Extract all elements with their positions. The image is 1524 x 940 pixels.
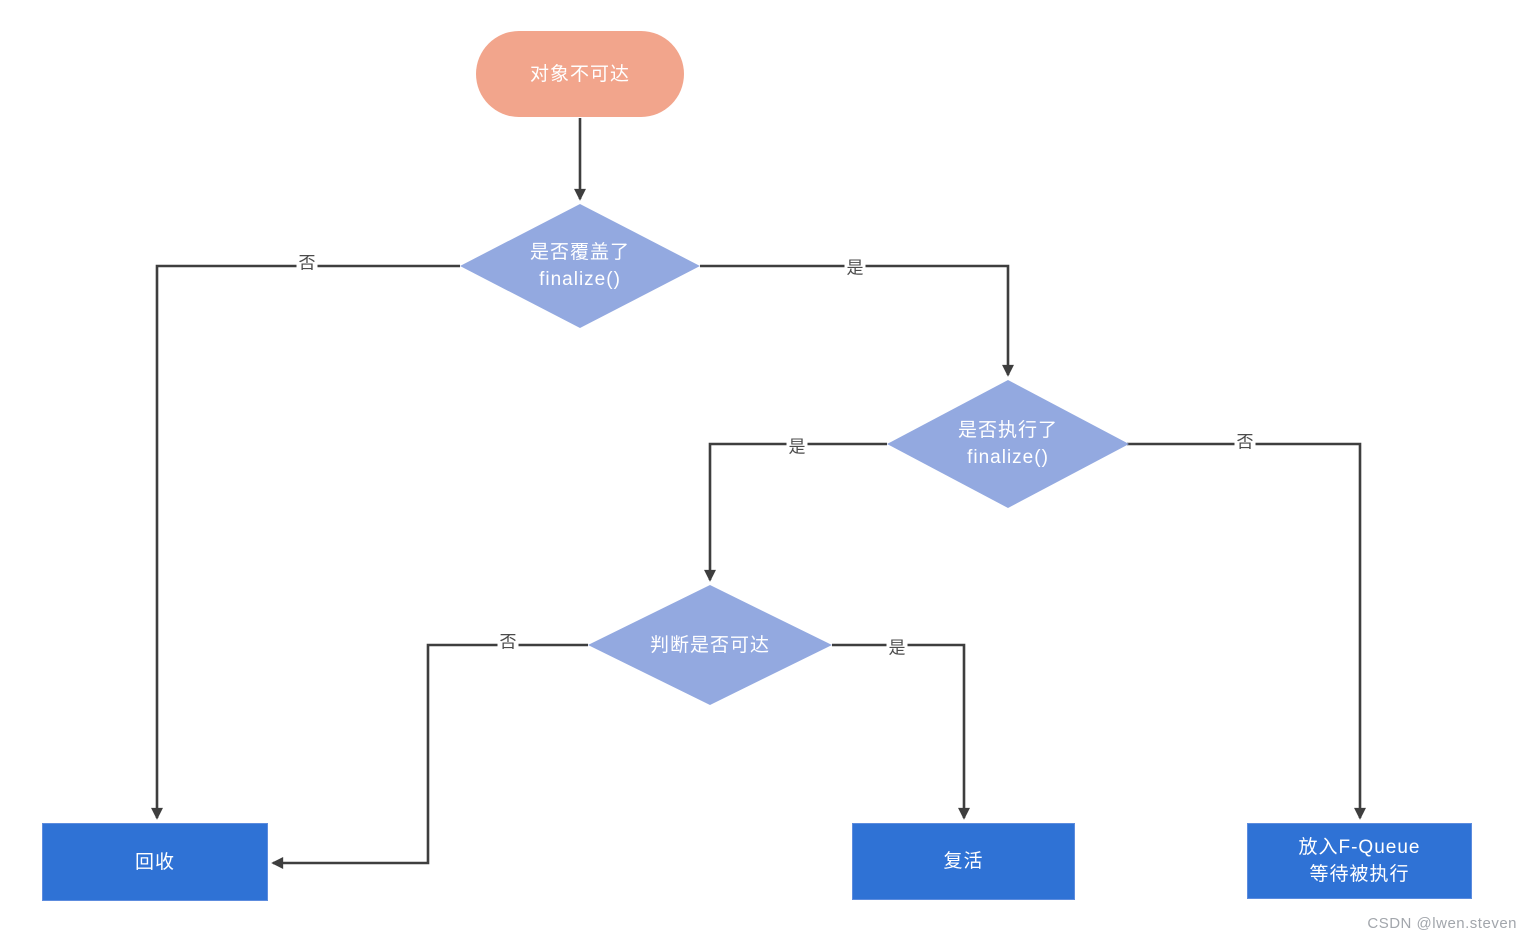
edge-label-d2-no: 否 [1234,432,1256,452]
watermark: CSDN @lwen.steven [1367,915,1517,932]
edge-d2-no-to-fqueue [1127,442,1366,820]
edge-label-d2-yes: 是 [786,437,808,457]
edge-d3-no-to-recycle [271,643,588,869]
edge-label-d1-no: 否 [296,253,318,273]
edge-d2-yes-to-d3 [704,442,887,582]
node-fqueue-line1: 放入F-Queue [1298,837,1421,858]
edge-label-d1-yes: 是 [844,258,866,278]
start-node-object-unreachable: 对象不可达 [476,31,684,117]
node-recycle-label: 回收 [134,851,175,873]
node-recycle: 回收 [42,823,268,901]
node-fqueue: 放入F-Queue 等待被执行 [1247,823,1472,899]
decision-executed-finalize-line1: 是否执行了 [957,420,1058,441]
node-revive: 复活 [852,823,1075,900]
edge-d1-yes-to-d2 [700,264,1014,377]
decision-executed-finalize-line2: finalize() [967,447,1049,468]
node-revive-label: 复活 [943,851,984,872]
edge-d1-no-to-recycle [151,264,460,820]
decision-reachable-label: 判断是否可达 [649,634,770,656]
decision-override-finalize-line2: finalize() [539,269,621,290]
edge-d3-yes-to-revive [832,643,970,820]
edge-label-d3-yes: 是 [886,638,908,658]
node-fqueue-line2: 等待被执行 [1309,864,1410,885]
decision-override-finalize-line1: 是否覆盖了 [529,242,630,263]
start-node-label: 对象不可达 [529,63,630,85]
edge-label-d3-no: 否 [497,632,519,652]
